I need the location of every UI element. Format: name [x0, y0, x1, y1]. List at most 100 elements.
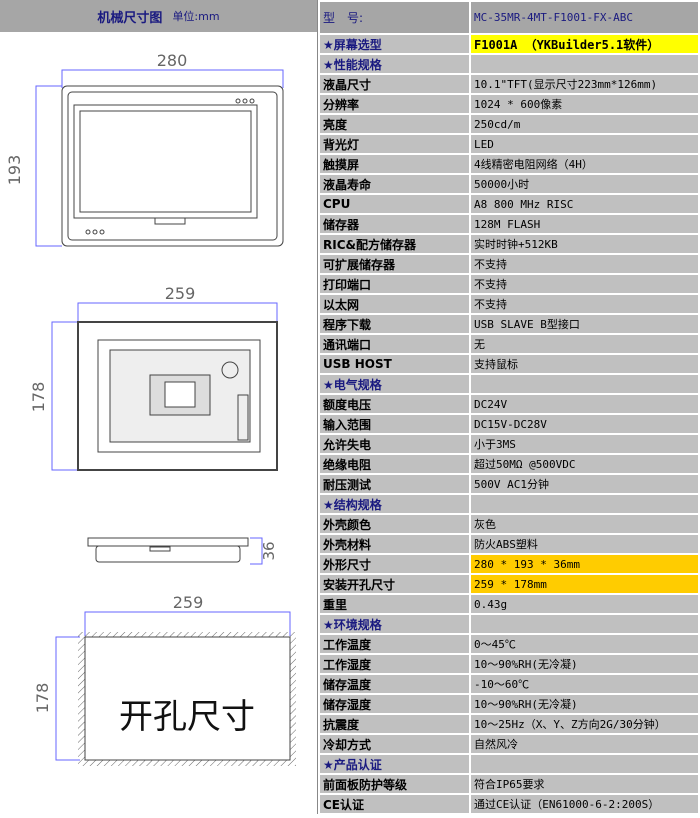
drawing-header: 机械尺寸图 单位:mm [0, 0, 317, 33]
spec-label: 外壳材料 [318, 533, 471, 555]
spec-value [469, 493, 700, 515]
spec-value [469, 613, 700, 635]
spec-row: 通讯端口无 [318, 333, 700, 355]
spec-label: 绝缘电阻 [318, 453, 471, 475]
spec-value: 500V AC1分钟 [469, 473, 700, 495]
spec-label: ★结构规格 [318, 493, 471, 515]
spec-value: 超过50MΩ @500VDC [469, 453, 700, 475]
spec-label: ★电气规格 [318, 373, 471, 395]
spec-label: CPU [318, 193, 471, 215]
spec-value: 10～25Hz（X、Y、Z方向2G/30分钟） [469, 713, 700, 735]
spec-label: 外壳颜色 [318, 513, 471, 535]
front-width-label: 280 [157, 51, 188, 70]
section-row: ★结构规格 [318, 493, 700, 515]
spec-value: 10～90%RH(无冷凝) [469, 653, 700, 675]
cutout-view [55, 611, 296, 766]
spec-value: F1001A （YKBuilder5.1软件） [469, 33, 700, 55]
spec-value: 259 * 178mm [469, 573, 700, 595]
front-view [35, 69, 284, 247]
spec-row: 可扩展储存器不支持 [318, 253, 700, 275]
spec-row: 外壳材料防火ABS塑料 [318, 533, 700, 555]
side-depth-label: 36 [260, 541, 278, 560]
spec-value: A8 800 MHz RISC [469, 193, 700, 215]
spec-value: 1024 * 600像素 [469, 93, 700, 115]
spec-value: -10～60℃ [469, 673, 700, 695]
section-row: ★性能规格 [318, 53, 700, 75]
back-view [51, 302, 278, 471]
spec-label: 额度电压 [318, 393, 471, 415]
spec-label: 允许失电 [318, 433, 471, 455]
spec-value [469, 753, 700, 775]
spec-value: 4线精密电阻网络（4H） [469, 153, 700, 175]
spec-label: 前面板防护等级 [318, 773, 471, 795]
mechanical-drawing-panel: 机械尺寸图 单位:mm 280 193 259 178 36 259 17 [0, 0, 318, 814]
spec-value: 10～90%RH(无冷凝) [469, 693, 700, 715]
back-height-label: 178 [29, 382, 48, 413]
spec-value: 不支持 [469, 273, 700, 295]
model-value: MC-35MR-4MT-F1001-FX-ABC [469, 0, 700, 35]
spec-value: 灰色 [469, 513, 700, 535]
spec-value [469, 53, 700, 75]
spec-label: 工作湿度 [318, 653, 471, 675]
spec-value: 50000小时 [469, 173, 700, 195]
spec-row: 冷却方式自然风冷 [318, 733, 700, 755]
spec-label: 冷却方式 [318, 733, 471, 755]
spec-label: 打印端口 [318, 273, 471, 295]
cutout-width-label: 259 [173, 593, 204, 612]
spec-label: 输入范围 [318, 413, 471, 435]
spec-row: 储存温度-10～60℃ [318, 673, 700, 695]
spec-label: 重里 [318, 593, 471, 615]
spec-label: RIC&配方储存器 [318, 233, 471, 255]
spec-value: 280 * 193 * 36mm [469, 553, 700, 575]
spec-label: 触摸屏 [318, 153, 471, 175]
spec-label: 亮度 [318, 113, 471, 135]
drawing-title: 机械尺寸图 [97, 10, 163, 26]
spec-value [469, 373, 700, 395]
spec-value: 250cd/m [469, 113, 700, 135]
spec-label: 储存湿度 [318, 693, 471, 715]
spec-row: 绝缘电阻超过50MΩ @500VDC [318, 453, 700, 475]
back-width-label: 259 [165, 284, 196, 303]
spec-label: USB HOST [318, 353, 471, 375]
spec-label: 可扩展储存器 [318, 253, 471, 275]
spec-row: 允许失电小于3MS [318, 433, 700, 455]
spec-row: 前面板防护等级符合IP65要求 [318, 773, 700, 795]
spec-label: ★产品认证 [318, 753, 471, 775]
drawing-unit: 单位:mm [172, 10, 220, 23]
spec-value: 防火ABS塑料 [469, 533, 700, 555]
spec-value: 小于3MS [469, 433, 700, 455]
spec-value: USB SLAVE B型接口 [469, 313, 700, 335]
spec-label: ★性能规格 [318, 53, 471, 75]
spec-label: 储存器 [318, 213, 471, 235]
side-view [87, 537, 263, 565]
spec-label: 抗震度 [318, 713, 471, 735]
spec-value: 0.43g [469, 593, 700, 615]
spec-value: DC15V-DC28V [469, 413, 700, 435]
spec-label: 液晶尺寸 [318, 73, 471, 95]
spec-value: 实时时钟+512KB [469, 233, 700, 255]
spec-label: 安装开孔尺寸 [318, 573, 471, 595]
spec-value: 0～45℃ [469, 633, 700, 655]
spec-value: 不支持 [469, 253, 700, 275]
cutout-text: 开孔尺寸 [119, 697, 255, 737]
spec-row: 外壳颜色灰色 [318, 513, 700, 535]
spec-label: 耐压测试 [318, 473, 471, 495]
